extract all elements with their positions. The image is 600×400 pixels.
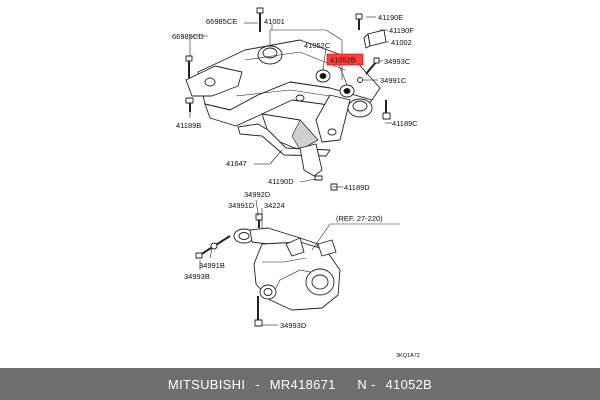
footer-separator: - [251,376,264,392]
label-34993b: 34993B [184,272,210,281]
label-41190f: 41190F [389,26,414,35]
footer-brand: MITSUBISHI [167,376,246,392]
label-34224: 34224 [264,201,285,210]
bolt-41190e [355,13,363,30]
label-34991c: 34991C [380,76,407,85]
label-34993c: 34993C [384,57,411,66]
washer-34991c [357,77,363,83]
bolt-66985cd [185,55,193,78]
label-41189c: 41189C [392,119,418,128]
washer-34991b [210,242,218,250]
footer-separator-2: N - [341,376,380,392]
bolt-66985ce [256,7,264,32]
label-41002: 41002 [391,38,412,47]
bolt-34993d [254,296,263,327]
bushing-41052c [315,69,331,83]
diagram-code: 3KQ1A72 [396,353,420,359]
label-41052c: 41052C [304,41,331,50]
label-41190d: 41190D [268,177,294,186]
parts-diagram: 66985CE 41001 41190E 41190F 41002 66985C… [172,7,420,359]
label-41647: 41647 [226,159,247,168]
label-41052b: 41052B [330,56,356,65]
bushing-41052b [339,84,355,98]
part-info-footer: MITSUBISHI - MR418671 N - 41052B [0,368,600,400]
label-34991b: 34991B [199,261,225,270]
label-ref: (REF. 27-220) [336,214,383,223]
label-34992d: 34992D [244,190,271,199]
label-41001: 41001 [264,17,285,26]
highlight-box-41052b [326,53,364,66]
stabilizer-bar-41647 [237,123,331,177]
footer-part-number: MR418671 [269,376,336,392]
label-41189d: 41189D [344,183,370,192]
label-66985cd: 66985CD [172,32,204,41]
label-34991d: 34991D [228,201,255,210]
bolt-34992d [255,213,263,228]
differential-support-34224 [233,227,341,311]
bolt-41189b [185,97,194,112]
label-66985ce: 66985CE [206,17,237,26]
bolt-41190d [314,175,323,181]
bracket-41002 [363,29,387,49]
label-41189b: 41189B [176,121,201,130]
label-34993d: 34993D [280,321,307,330]
label-41190e: 41190E [378,13,403,22]
bolt-41189c [382,100,391,120]
bolt-34993c [365,57,380,75]
footer-ref-number: 41052B [385,376,433,392]
leader-lines [189,16,400,326]
part-labels: 66985CE 41001 41190E 41190F 41002 66985C… [172,13,420,359]
